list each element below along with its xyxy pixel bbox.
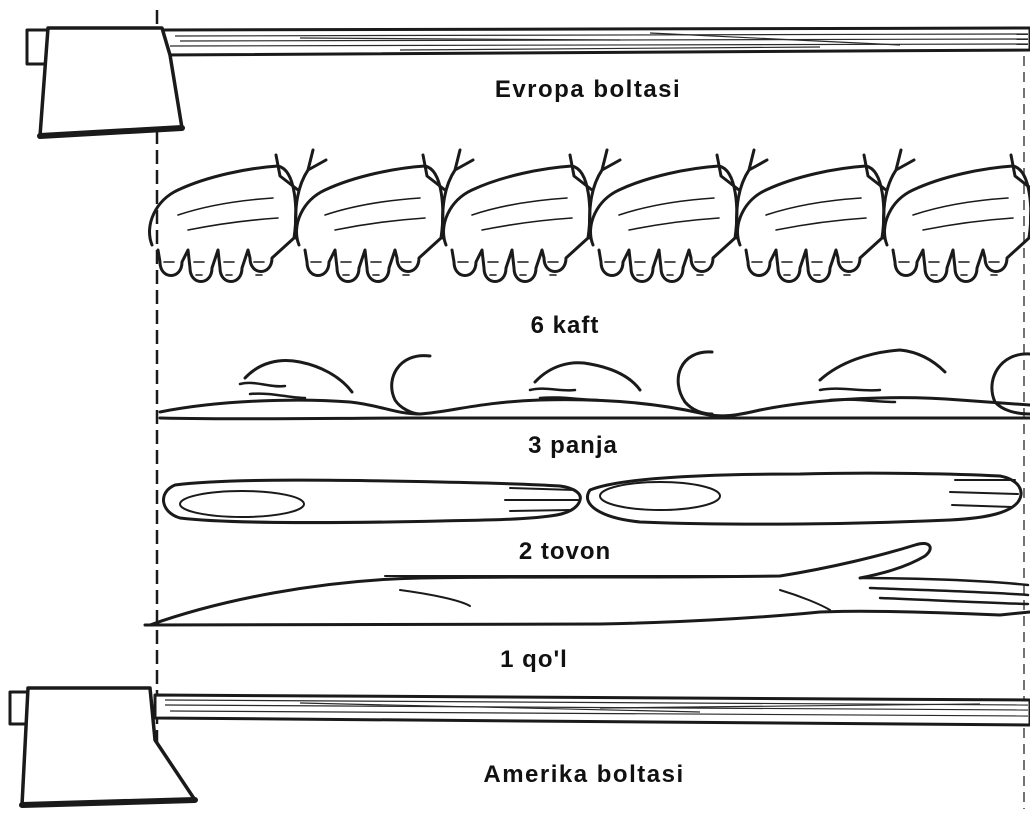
american-axe-label: Amerika boltasi [483,761,684,788]
palm-6 [885,150,1030,282]
hands-label: 3 panja [528,432,618,459]
hand-1 [240,356,430,414]
european-axe-label: Evropa boltasi [495,76,681,103]
feet-row [164,473,1021,524]
hands-row [160,350,1030,419]
palms-row [150,150,1030,282]
palms-label: 6 kaft [531,312,600,339]
hand-2 [530,352,712,414]
forearm-label: 1 qo'l [500,646,568,673]
hand-3 [820,350,1030,414]
foot-1 [164,480,581,522]
heels-label: 2 tovon [519,538,611,565]
foot-2 [587,473,1021,524]
